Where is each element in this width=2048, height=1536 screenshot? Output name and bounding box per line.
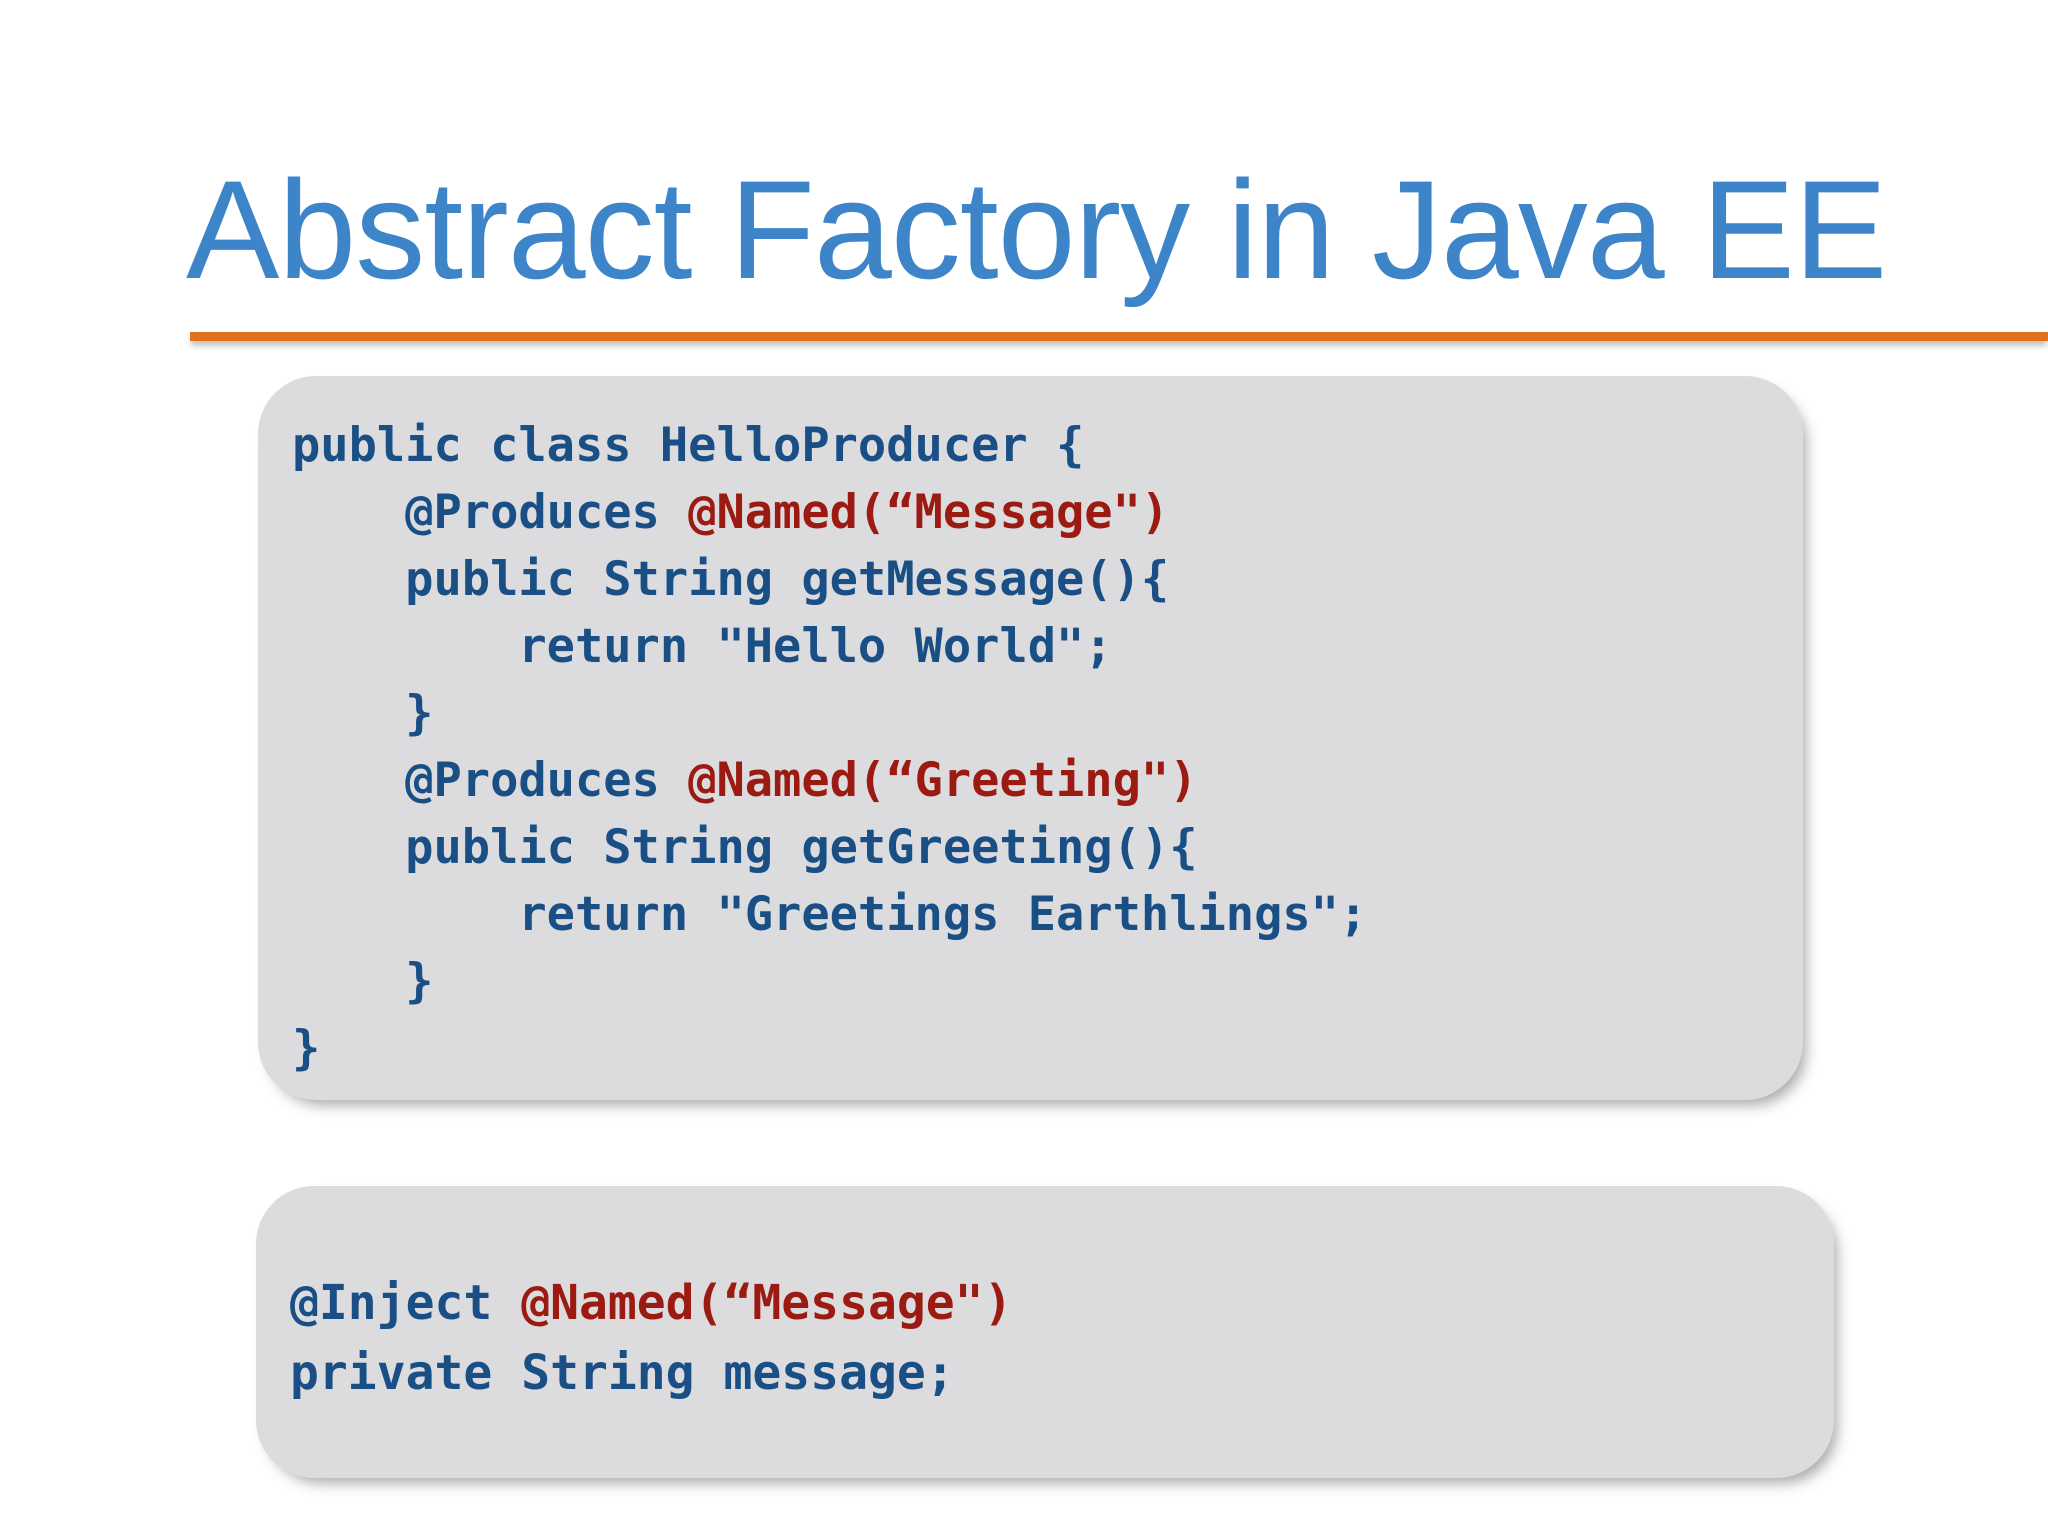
code-annotation-token: @Named(“Greeting") — [688, 753, 1198, 808]
code-line: public String getGreeting(){ — [292, 814, 1763, 881]
code-token: return "Greetings Earthlings"; — [292, 887, 1368, 942]
code-panel-producer: public class HelloProducer { @Produces @… — [258, 376, 1803, 1100]
code-token: @Produces — [292, 485, 689, 540]
code-line: @Produces @Named(“Message") — [292, 479, 1763, 546]
code-token: } — [292, 686, 434, 741]
code-line: return "Hello World"; — [292, 613, 1763, 680]
code-line: public class HelloProducer { — [292, 412, 1763, 479]
code-annotation-token: @Named(“Message") — [688, 485, 1170, 540]
code-token: } — [292, 1021, 321, 1076]
code-token: } — [292, 954, 434, 1009]
code-line: public String getMessage(){ — [292, 546, 1763, 613]
code-line: } — [292, 1015, 1763, 1082]
code-token: return "Hello World"; — [292, 619, 1113, 674]
code-line: @Produces @Named(“Greeting") — [292, 747, 1763, 814]
code-block-producer: public class HelloProducer { @Produces @… — [292, 412, 1763, 1082]
code-panel-inject: @Inject @Named(“Message") private String … — [256, 1186, 1834, 1478]
title-divider-rule — [190, 332, 2048, 341]
code-block-inject: @Inject @Named(“Message") private String … — [290, 1268, 1794, 1408]
code-token: public class HelloProducer { — [292, 418, 1085, 473]
code-line: } — [292, 680, 1763, 747]
code-annotation-token: @Named(“Message") — [521, 1275, 1013, 1331]
code-token: public String getMessage(){ — [292, 552, 1170, 607]
code-line: private String message; — [290, 1338, 1794, 1408]
code-token: @Inject — [290, 1275, 522, 1331]
code-line: } — [292, 948, 1763, 1015]
code-token: public String getGreeting(){ — [292, 820, 1198, 875]
code-token: @Produces — [292, 753, 689, 808]
code-line: @Inject @Named(“Message") — [290, 1268, 1794, 1338]
code-token: private String message; — [290, 1345, 955, 1401]
page-title: Abstract Factory in Java EE — [186, 151, 1887, 308]
code-line: return "Greetings Earthlings"; — [292, 881, 1763, 948]
